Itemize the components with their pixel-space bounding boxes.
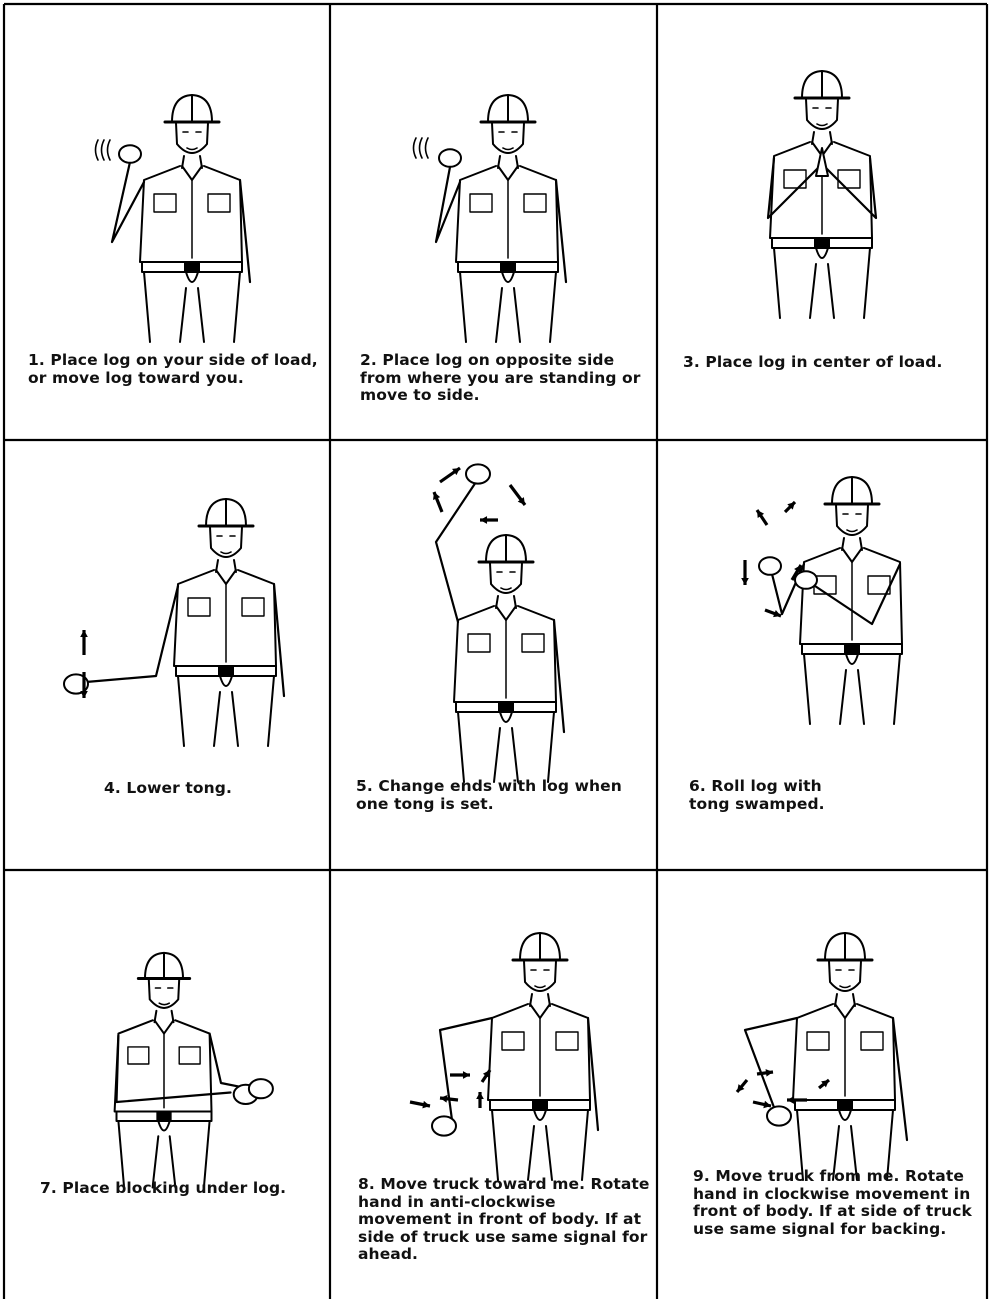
motion-arrow-icon <box>433 492 442 512</box>
signal-number: 4. <box>104 779 121 797</box>
motion-arrow-icon <box>757 510 767 525</box>
signal-caption-3: 3. Place log in center of load. <box>683 354 973 372</box>
signal-cell-3: 3. Place log in center of load. <box>657 4 987 440</box>
signal-number: 7. <box>40 1179 57 1197</box>
signal-text: Place log on your side of load, or move … <box>28 351 318 387</box>
signal-cell-7: 7. Place blocking under log. <box>4 870 330 1299</box>
signal-text: Change ends with log when one tong is se… <box>356 777 622 813</box>
signal-number: 1. <box>28 351 45 369</box>
motion-arrow-icon <box>737 1080 747 1092</box>
signal-center-of-load-figure <box>657 4 987 440</box>
signal-number: 2. <box>360 351 377 369</box>
signal-caption-2: 2. Place log on opposite side from where… <box>360 352 644 405</box>
signal-lower-tong-figure <box>4 440 330 870</box>
motion-arrow-icon <box>819 1080 829 1088</box>
signal-cell-9: 9. Move truck from me. Rotate hand in cl… <box>657 870 987 1299</box>
motion-arrow-icon <box>480 516 498 524</box>
signal-cell-5: 5. Change ends with log when one tong is… <box>330 440 657 870</box>
motion-arrow-icon <box>741 560 749 585</box>
signal-text: Roll log with tong swamped. <box>689 777 825 813</box>
motion-arrow-icon <box>785 502 795 512</box>
signal-text: Move truck from me. Rotate hand in clock… <box>693 1167 972 1238</box>
signal-number: 6. <box>689 777 706 795</box>
motion-arrow-icon <box>450 1071 470 1079</box>
motion-arrow-icon <box>753 1101 771 1108</box>
signal-text: Move truck toward me. Rotate hand in ant… <box>358 1175 650 1263</box>
motion-arrow-icon <box>765 610 781 617</box>
signal-text: Lower tong. <box>126 779 232 797</box>
signal-caption-5: 5. Change ends with log when one tong is… <box>356 778 646 813</box>
signal-text: Place log in center of load. <box>705 353 942 371</box>
motion-arrow-icon <box>510 485 525 505</box>
arrow-up-icon <box>80 630 88 655</box>
signal-caption-6: 6. Roll log with tong swamped. <box>689 778 839 813</box>
signal-cell-6: 6. Roll log with tong swamped. <box>657 440 987 870</box>
signal-number: 8. <box>358 1175 375 1193</box>
signal-cell-1: 1. Place log on your side of load, or mo… <box>4 4 330 440</box>
signal-cell-2: 2. Place log on opposite side from where… <box>330 4 657 440</box>
motion-arrow-icon <box>787 1096 807 1104</box>
signal-caption-4: 4. Lower tong. <box>104 780 314 798</box>
signal-caption-7: 7. Place blocking under log. <box>40 1180 330 1198</box>
signal-caption-8: 8. Move truck toward me. Rotate hand in … <box>358 1176 650 1264</box>
motion-arrow-icon <box>476 1092 484 1108</box>
signal-place-blocking-figure <box>4 870 330 1299</box>
signal-text: Place log on opposite side from where yo… <box>360 351 641 404</box>
motion-arrow-icon <box>440 468 460 482</box>
signal-caption-9: 9. Move truck from me. Rotate hand in cl… <box>693 1168 975 1238</box>
signal-text: Place blocking under log. <box>62 1179 286 1197</box>
signal-cell-8: 8. Move truck toward me. Rotate hand in … <box>330 870 657 1299</box>
signal-number: 9. <box>693 1167 710 1185</box>
motion-arrow-icon <box>410 1101 430 1109</box>
signal-caption-1: 1. Place log on your side of load, or mo… <box>28 352 318 387</box>
signal-number: 5. <box>356 777 373 795</box>
signal-cell-4: 4. Lower tong. <box>4 440 330 870</box>
signal-number: 3. <box>683 353 700 371</box>
